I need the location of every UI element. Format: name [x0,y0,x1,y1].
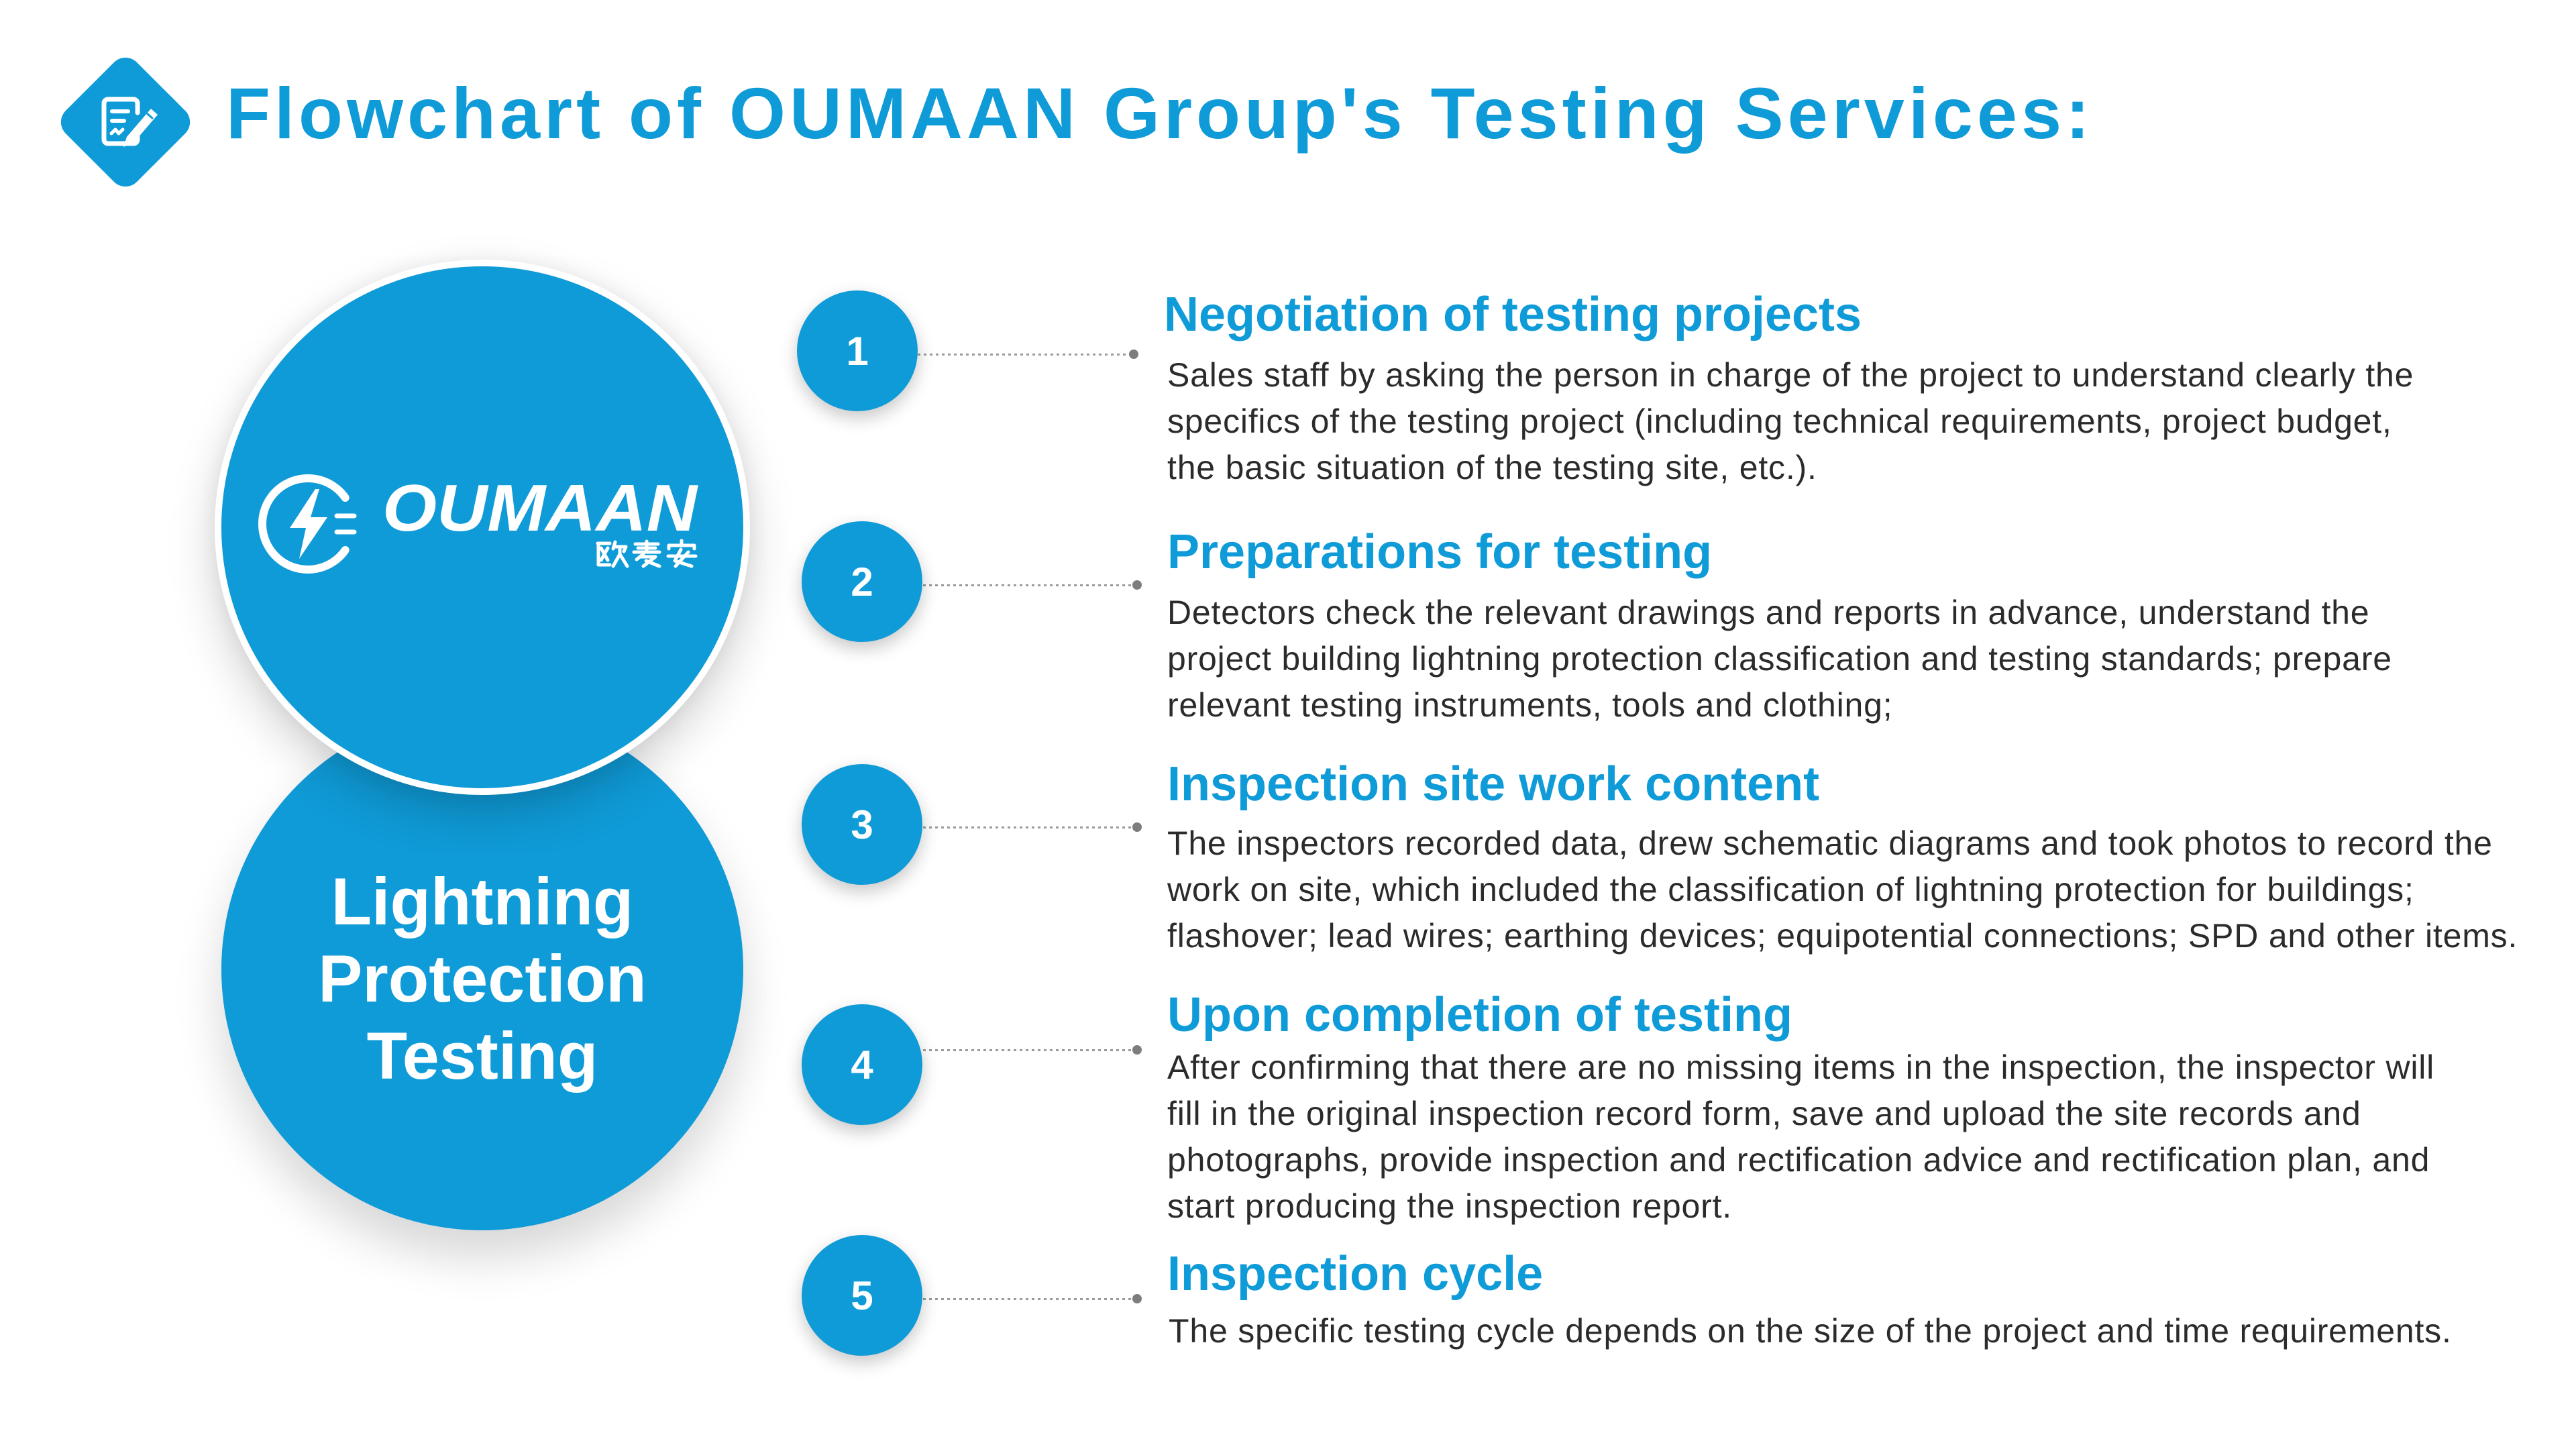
step-number: 3 [851,802,873,847]
description-line: flashover; lead wires; earthing devices;… [1167,917,2518,955]
connector-line [923,1049,1137,1051]
description-line: fill in the original inspection record f… [1167,1095,2361,1132]
connector-dot [1132,1294,1142,1303]
description-line: start producing the inspection report. [1167,1187,1732,1225]
service-title-line: Lightning [331,864,634,938]
pen-icon [123,109,158,147]
connector-line [923,826,1137,828]
connector-dot [1129,350,1138,359]
service-circle [221,708,743,1230]
description-line: After confirming that there are no missi… [1167,1049,2435,1086]
description-line: relevant testing instruments, tools and … [1167,686,1893,724]
step-number-badge: 5 [802,1235,922,1356]
step-number-badge: 3 [802,764,922,885]
lightning-bolt-icon [258,474,357,574]
connector-dot [1132,822,1142,832]
step-number: 5 [851,1273,873,1318]
step-description: The specific testing cycle depends on th… [1169,1308,2452,1354]
step-description: Sales staff by asking the person in char… [1167,352,2414,491]
connector-dot [1132,580,1142,590]
step-title: Negotiation of testing projects [1164,288,1862,341]
description-line: the basic situation of the testing site,… [1167,449,1817,486]
description-line: photographs, provide inspection and rect… [1167,1141,2430,1179]
step-number-badge: 2 [802,521,922,642]
description-line: The specific testing cycle depends on th… [1169,1312,2452,1350]
service-title-line: Testing [366,1018,598,1093]
step-number: 1 [846,328,869,374]
step-title: Inspection site work content [1167,757,1820,811]
connector-dot [1132,1045,1142,1055]
description-line: work on site, which included the classif… [1167,871,2414,908]
step-number: 2 [851,559,873,604]
logo-wordmark: OUMAAN [382,471,698,545]
step-number-badge: 1 [797,290,918,411]
description-line: Detectors check the relevant drawings an… [1167,594,2370,631]
step-description: The inspectors recorded data, drew schem… [1167,820,2518,959]
connector-line [918,354,1134,356]
logo-chinese-wordmark [596,539,698,568]
step-description: After confirming that there are no missi… [1167,1044,2434,1230]
service-title-line: Protection [318,941,647,1016]
description-line: project building lightning protection cl… [1167,640,2392,678]
step-number-badge: 4 [802,1004,922,1125]
service-title: Lightning Protection Testing [221,863,743,1094]
document-edit-icon [60,57,191,187]
step-number: 4 [851,1042,873,1087]
connector-line [923,584,1137,586]
description-line: The inspectors recorded data, drew schem… [1167,824,2493,862]
page-title: Flowchart of OUMAAN Group's Testing Serv… [226,72,2094,154]
step-title: Upon completion of testing [1167,988,1792,1042]
document-icon [101,97,140,146]
step-description: Detectors check the relevant drawings an… [1167,590,2392,729]
description-line: Sales staff by asking the person in char… [1167,356,2414,394]
step-title: Preparations for testing [1167,525,1713,579]
oumaan-logo: OUMAAN [258,471,698,574]
step-title: Inspection cycle [1167,1247,1544,1301]
description-line: specifics of the testing project (includ… [1167,402,2392,440]
connector-line [923,1298,1137,1300]
